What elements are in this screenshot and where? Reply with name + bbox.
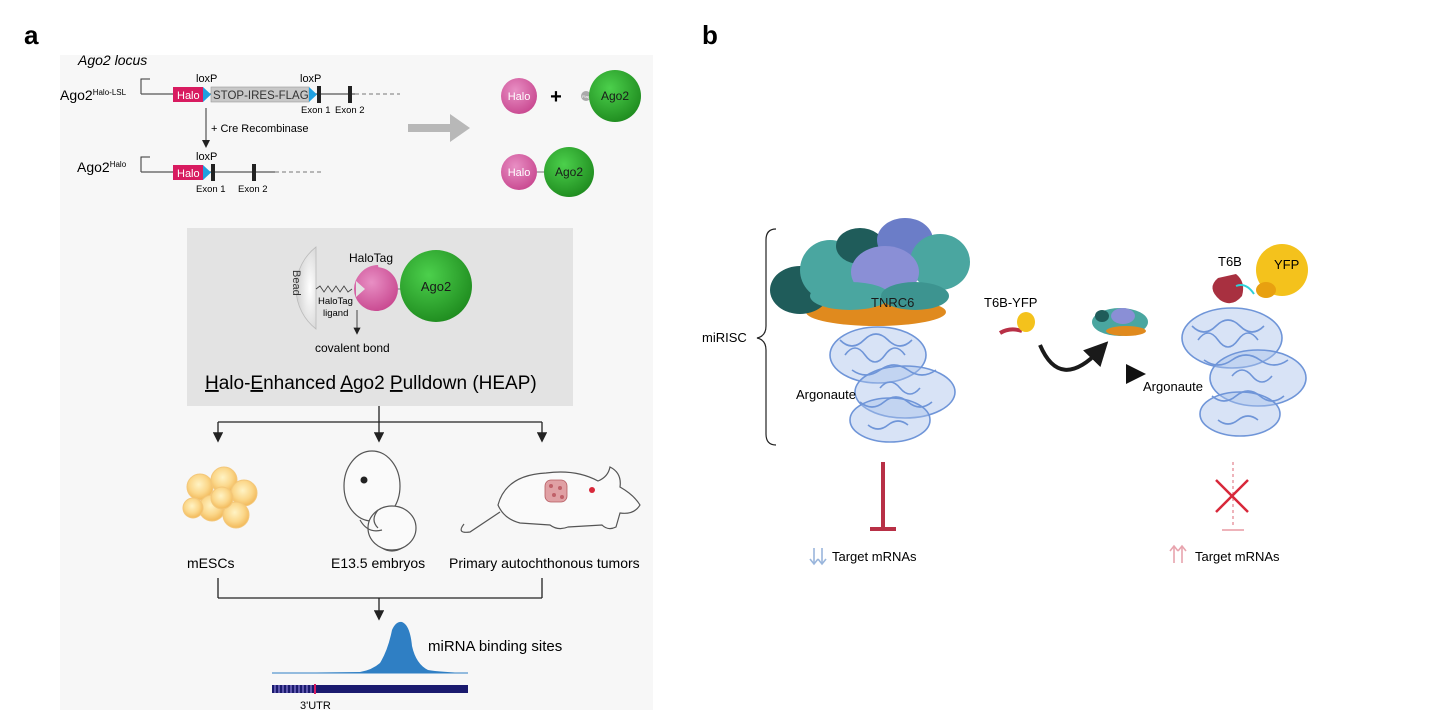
panel-a: a Ago2 locus Ago2Halo-LSL Halo STOP-IRES… xyxy=(24,20,653,712)
converge-arrows xyxy=(217,578,543,621)
ago2-protein-label: Ago2 xyxy=(421,279,451,294)
sample-mescs-label: mESCs xyxy=(187,555,234,571)
yfp-label: YFP xyxy=(1274,257,1299,272)
allele-halo: Ago2Halo Halo loxP Exon 1 Exon 2 xyxy=(77,151,322,195)
allele-halo-name: Ago2 xyxy=(77,159,110,175)
halo-protein-label: Halo xyxy=(508,167,531,179)
exon-2-box xyxy=(348,86,352,103)
loxp-triangle-icon xyxy=(203,165,211,180)
bead-label: Bead xyxy=(290,270,302,296)
exon-2-box xyxy=(252,164,256,181)
utr-marker xyxy=(314,684,316,694)
utr-hatch xyxy=(274,685,312,693)
halotag-label: HaloTag xyxy=(349,251,393,265)
t6b-yfp-complex xyxy=(1212,244,1308,304)
argonaute-right-structure xyxy=(1181,307,1307,437)
plus-sign: + xyxy=(550,86,562,108)
target-left-label: Target mRNAs xyxy=(832,549,917,564)
panel-b: b miRISC TNRC6 Argo xyxy=(702,20,1308,566)
svg-text:Ago2Halo: Ago2Halo xyxy=(77,159,127,175)
release-arrow xyxy=(1038,341,1109,372)
t6b-peptide-small xyxy=(998,327,1023,335)
loxp-triangle-icon xyxy=(203,87,211,102)
promoter-arrow-icon xyxy=(140,156,150,172)
allele-lsl-sup: Halo-LSL xyxy=(93,88,127,97)
halotag-ligand-label-2: ligand xyxy=(323,308,348,319)
exon-2-label: Exon 2 xyxy=(335,105,365,116)
tnrc6-complex xyxy=(770,218,970,326)
released-tnrc6-small xyxy=(1092,308,1148,336)
t6b-label: T6B xyxy=(1218,254,1242,269)
allele-halo-sup: Halo xyxy=(110,160,127,169)
sample-embryos-label: E13.5 embryos xyxy=(331,555,425,571)
halotag-ligand-label-1: HaloTag xyxy=(318,296,353,307)
mescs-illustration xyxy=(182,466,258,529)
covalent-bond-label: covalent bond xyxy=(315,341,390,355)
panel-b-label: b xyxy=(702,20,718,50)
cre-step-label: + Cre Recombinase xyxy=(211,123,309,135)
ago2-protein-circle xyxy=(589,70,641,122)
ago2-protein-label: Ago2 xyxy=(601,89,629,103)
heap-title: Halo-Enhanced Ago2 Pulldown (HEAP) xyxy=(205,373,537,394)
loxp-label: loxP xyxy=(196,73,217,85)
halo-protein-circle xyxy=(501,154,537,190)
bead-shape xyxy=(295,246,317,330)
utr-bar xyxy=(272,685,468,693)
exon-1-box xyxy=(211,164,215,181)
t6b-yfp-label: T6B-YFP xyxy=(984,295,1037,310)
ago2-protein-circle xyxy=(544,147,594,197)
svg-text:Ago2Halo-LSL: Ago2Halo-LSL xyxy=(60,87,127,103)
allele-lsl-name: Ago2 xyxy=(60,87,93,103)
argonaute-right-label: Argonaute xyxy=(1143,379,1203,394)
mirna-sites-label: miRNA binding sites xyxy=(428,638,562,655)
halotag-circle xyxy=(354,267,398,311)
cross-icon xyxy=(1215,479,1249,513)
mirisc-label: miRISC xyxy=(702,330,747,345)
loxp-label: loxP xyxy=(196,151,217,163)
flag-tag-label: Flag xyxy=(582,94,590,99)
ligand-zigzag xyxy=(315,285,353,293)
utr-label: 3'UTR xyxy=(300,700,331,712)
ago2-protein-label: Ago2 xyxy=(555,165,583,179)
stop-cassette-label: STOP-IRES-FLAG xyxy=(213,90,309,102)
sample-tumors-label: Primary autochthonous tumors xyxy=(449,555,640,571)
main-reaction-arrowhead xyxy=(1126,364,1146,384)
down-arrows-icon xyxy=(809,548,827,566)
embryo-illustration xyxy=(343,450,417,552)
yfp-small xyxy=(1017,312,1035,332)
mirisc-brace xyxy=(756,228,777,446)
result-arrow-icon xyxy=(408,114,470,142)
halo-protein-label: Halo xyxy=(508,91,531,103)
halotag-mouth xyxy=(356,281,365,297)
heap-box xyxy=(187,228,573,406)
allele-halo-lsl: Ago2Halo-LSL Halo STOP-IRES-FLAG loxP lo… xyxy=(60,73,400,116)
locus-title: Ago2 locus xyxy=(77,52,147,68)
branch-arrows xyxy=(212,406,548,443)
panel-a-label: a xyxy=(24,20,39,50)
halo-box xyxy=(173,165,203,180)
halo-box xyxy=(173,87,203,102)
exon-1-label: Exon 1 xyxy=(196,184,226,195)
flag-tag-circle xyxy=(581,91,591,101)
exon-2-label: Exon 2 xyxy=(238,184,268,195)
mouse-illustration xyxy=(460,466,641,533)
promoter-arrow-icon xyxy=(140,78,150,94)
exon-1-box xyxy=(317,86,321,103)
loxp-triangle-icon xyxy=(309,87,317,102)
halo-box-label: Halo xyxy=(177,168,200,180)
target-right-label: Target mRNAs xyxy=(1195,549,1280,564)
loxp-label: loxP xyxy=(300,73,321,85)
halo-protein-circle xyxy=(501,78,537,114)
tnrc6-label: TNRC6 xyxy=(871,295,914,310)
exon-1-label: Exon 1 xyxy=(301,105,331,116)
argonaute-left-structure xyxy=(829,326,956,443)
ago2-protein-circle xyxy=(400,250,472,322)
argonaute-left-label: Argonaute xyxy=(796,387,856,402)
up-arrows-icon xyxy=(1169,544,1187,563)
halo-box-label: Halo xyxy=(177,90,200,102)
